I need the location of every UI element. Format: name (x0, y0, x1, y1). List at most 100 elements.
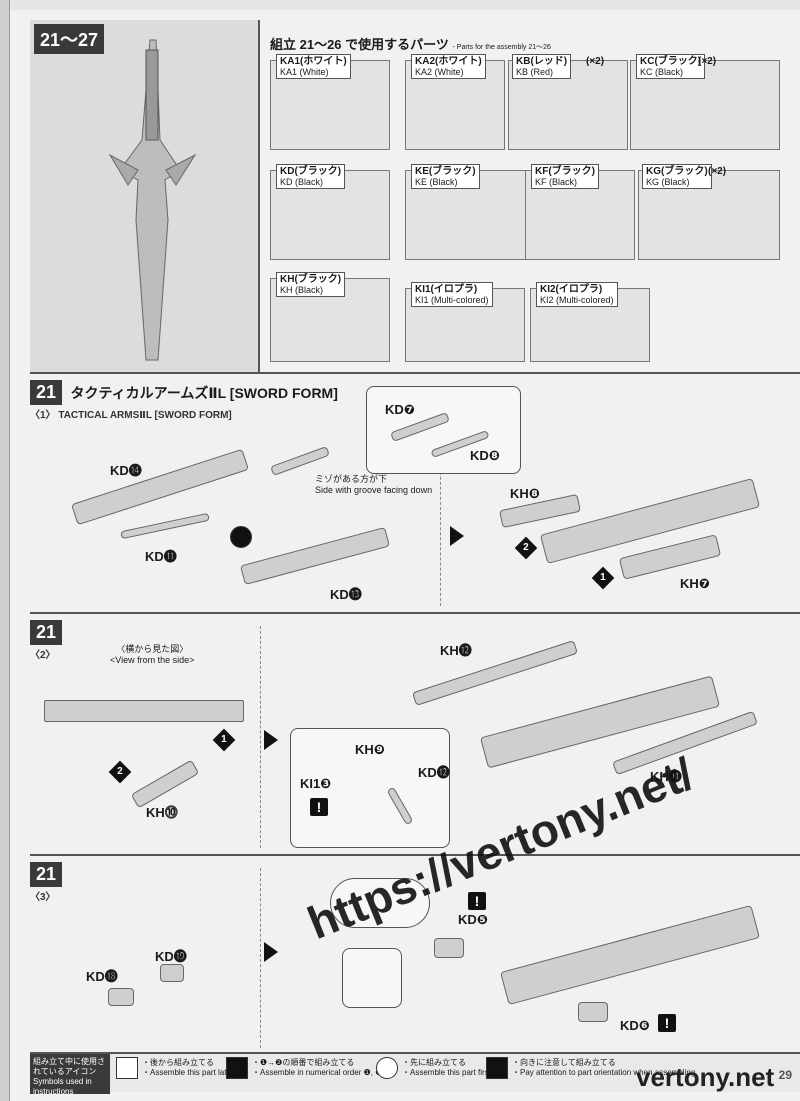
orientation-legend-icon (486, 1057, 508, 1079)
runner-label-ka1: KA1(ホワイト)KA1 (White) (276, 54, 351, 79)
step-21-1-number: 21 (30, 380, 63, 405)
step-21-2-section: 21 〈2〉 〈横から見た図〉 <View from the side> KH⓾… (30, 616, 800, 856)
part-kd6 (578, 1002, 608, 1022)
legend-head-jp: 組み立て中に使用されているアイコン (33, 1057, 105, 1076)
step-21-1-divider (440, 416, 441, 606)
side-view-jp: 〈横から見た図〉 (116, 644, 189, 654)
side-view-en: <View from the side> (110, 655, 195, 665)
parts-header: 組立 21～26 で使用するパーツ - Parts for the assemb… (270, 34, 551, 53)
kh9-kd12-callout (290, 728, 450, 848)
runner-times-kc: (×2) (698, 56, 717, 67)
part-shaft (270, 446, 330, 476)
next-step-arrow-2 (264, 730, 278, 750)
label-kd14: KD⓮ (110, 463, 142, 478)
step-range: 21～27 (34, 24, 105, 54)
runner-label-kb: KB(レッド)KB (Red) (512, 54, 572, 79)
groove-note-jp: ミゾがある方が下 (315, 474, 388, 484)
page-number: 29 (778, 1068, 792, 1082)
upper-joint-callout (330, 878, 430, 928)
side-view-caption: 〈横から見た図〉 <View from the side> (110, 644, 194, 666)
numerical-order-legend-icon (226, 1057, 248, 1079)
sword-preview-panel: 21～27 (30, 20, 260, 372)
runner-label-ki2: KI2(イロプラ)KI2 (Multi-colored) (536, 282, 618, 307)
legend-head: 組み立て中に使用されているアイコン Symbols used in instru… (30, 1054, 110, 1096)
step-21-1-section: 21 タクティカルアームズⅡL [SWORD FORM] 〈1〉 TACTICA… (30, 376, 800, 614)
step-21-3-sub: 〈3〉 (30, 892, 56, 903)
groove-note-en: Side with groove facing down (315, 485, 433, 495)
corner-watermark[interactable]: vertony.net (636, 1062, 775, 1092)
part-main-body-3 (500, 904, 760, 1006)
label-kh12: KH⓬ (440, 643, 472, 658)
part-kh7 (618, 534, 722, 580)
assemble-later-icon (230, 526, 252, 548)
runner-label-kg: KG(ブラック)KG (Black) (642, 164, 712, 189)
orientation-warning-icon: ! (310, 798, 328, 816)
label-kd8: KD❽ (470, 448, 500, 463)
label-kd13: KD⓭ (330, 587, 362, 602)
runner-times-kb: (×2) (586, 56, 605, 67)
step-21-1-sub: 〈1〉 TACTICAL ARMSⅡL [SWORD FORM] (30, 410, 232, 421)
binding-edge (0, 0, 10, 1101)
part-side-view-body (44, 700, 244, 722)
part-kd18 (108, 988, 134, 1006)
label-kd6: KD❻ (620, 1018, 650, 1033)
label-kh10: KH⓾ (146, 805, 178, 820)
runner-label-ka2: KA2(ホワイト)KA2 (White) (411, 54, 486, 79)
parts-title-en: - Parts for the assembly 21～26 (452, 44, 551, 51)
runner-label-ki1: KI1(イロプラ)KI1 (Multi-colored) (411, 282, 493, 307)
runner-label-kd: KD(ブラック)KD (Black) (276, 164, 346, 189)
part-kd14 (71, 448, 249, 526)
groove-note: ミゾがある方が下 Side with groove facing down (315, 474, 432, 496)
legend-item-order: ・❶→❷の順番で組み立てる・Assemble in numerical orde… (252, 1058, 390, 1077)
runner-label-ke: KE(ブラック)KE (Black) (411, 164, 480, 189)
step-21-3-divider (260, 868, 261, 1048)
step-21-1-title-jp: タクティカルアームズⅡL [SWORD FORM] (70, 385, 338, 401)
step-21-3-section: 21 〈3〉 KD⓲ KD⓳ ! KD❺ KD❻ ! (30, 858, 800, 1048)
warning-icon-kd6: ! (658, 1014, 676, 1032)
label-ki13: KI1❸ (300, 776, 332, 791)
runner-times-kg: (×2) (708, 166, 727, 177)
sword-illustration (108, 39, 197, 361)
step-21-1-header: 21 タクティカルアームズⅡL [SWORD FORM] 〈1〉 TACTICA… (30, 380, 338, 421)
label-kd5: KD❺ (458, 912, 488, 927)
step-21-2-sub: 〈2〉 (30, 650, 56, 661)
assemble-first-legend-icon (376, 1057, 398, 1079)
label-kd12: KD⓬ (418, 765, 450, 780)
next-step-arrow (450, 526, 464, 546)
lower-joint-callout (342, 948, 402, 1008)
order-1-marker: 1 (591, 566, 615, 590)
order-2-marker: 2 (514, 536, 538, 560)
overview-section: 21～27 組立 21～26 で使用するパーツ - Parts for the … (30, 20, 800, 374)
kd7-kd8-callout (366, 386, 521, 474)
legend-item-later: ・後から組み立てる・Assemble this part later. (142, 1058, 236, 1077)
label-kh9: KH❾ (355, 742, 385, 757)
step-21-2-number: 21 (30, 620, 63, 645)
next-step-arrow-3 (264, 942, 278, 962)
label-kh8: KH❽ (510, 486, 540, 501)
label-kh11: KH⓫ (650, 769, 682, 784)
part-kd11 (120, 512, 210, 540)
parts-title: 組立 21～26 で使用するパーツ (270, 37, 449, 52)
legend-item-first: ・先に組み立てる・Assemble this part first. (402, 1058, 494, 1077)
label-kd11: KD⓫ (145, 549, 177, 564)
label-kd18: KD⓲ (86, 969, 118, 984)
runner-label-kc: KC(ブラック)KC (Black) (636, 54, 706, 79)
order-1-marker-2: 1 (212, 728, 236, 752)
step-21-3-header: 21 〈3〉 (30, 862, 63, 903)
part-kh12-arm (411, 640, 579, 706)
warning-icon-kd5: ! (468, 892, 486, 910)
label-kd7: KD❼ (385, 402, 415, 417)
runner-label-kh: KH(ブラック)KH (Black) (276, 272, 346, 297)
part-kd13 (239, 526, 391, 586)
step-21-2-divider (260, 626, 261, 848)
assemble-later-legend-icon (116, 1057, 138, 1079)
step-21-3-number: 21 (30, 862, 63, 887)
order-2-marker-2: 2 (108, 760, 132, 784)
part-kd5 (434, 938, 464, 958)
legend-head-en: Symbols used in instructions (33, 1077, 92, 1096)
label-kh7: KH❼ (680, 576, 710, 591)
part-kd19 (160, 964, 184, 982)
runner-label-kf: KF(ブラック)KF (Black) (531, 164, 599, 189)
label-kd19: KD⓳ (155, 949, 187, 964)
legend-item-orientation: ・向きに注意して組み立てる・Pay attention to part orie… (512, 1058, 698, 1077)
